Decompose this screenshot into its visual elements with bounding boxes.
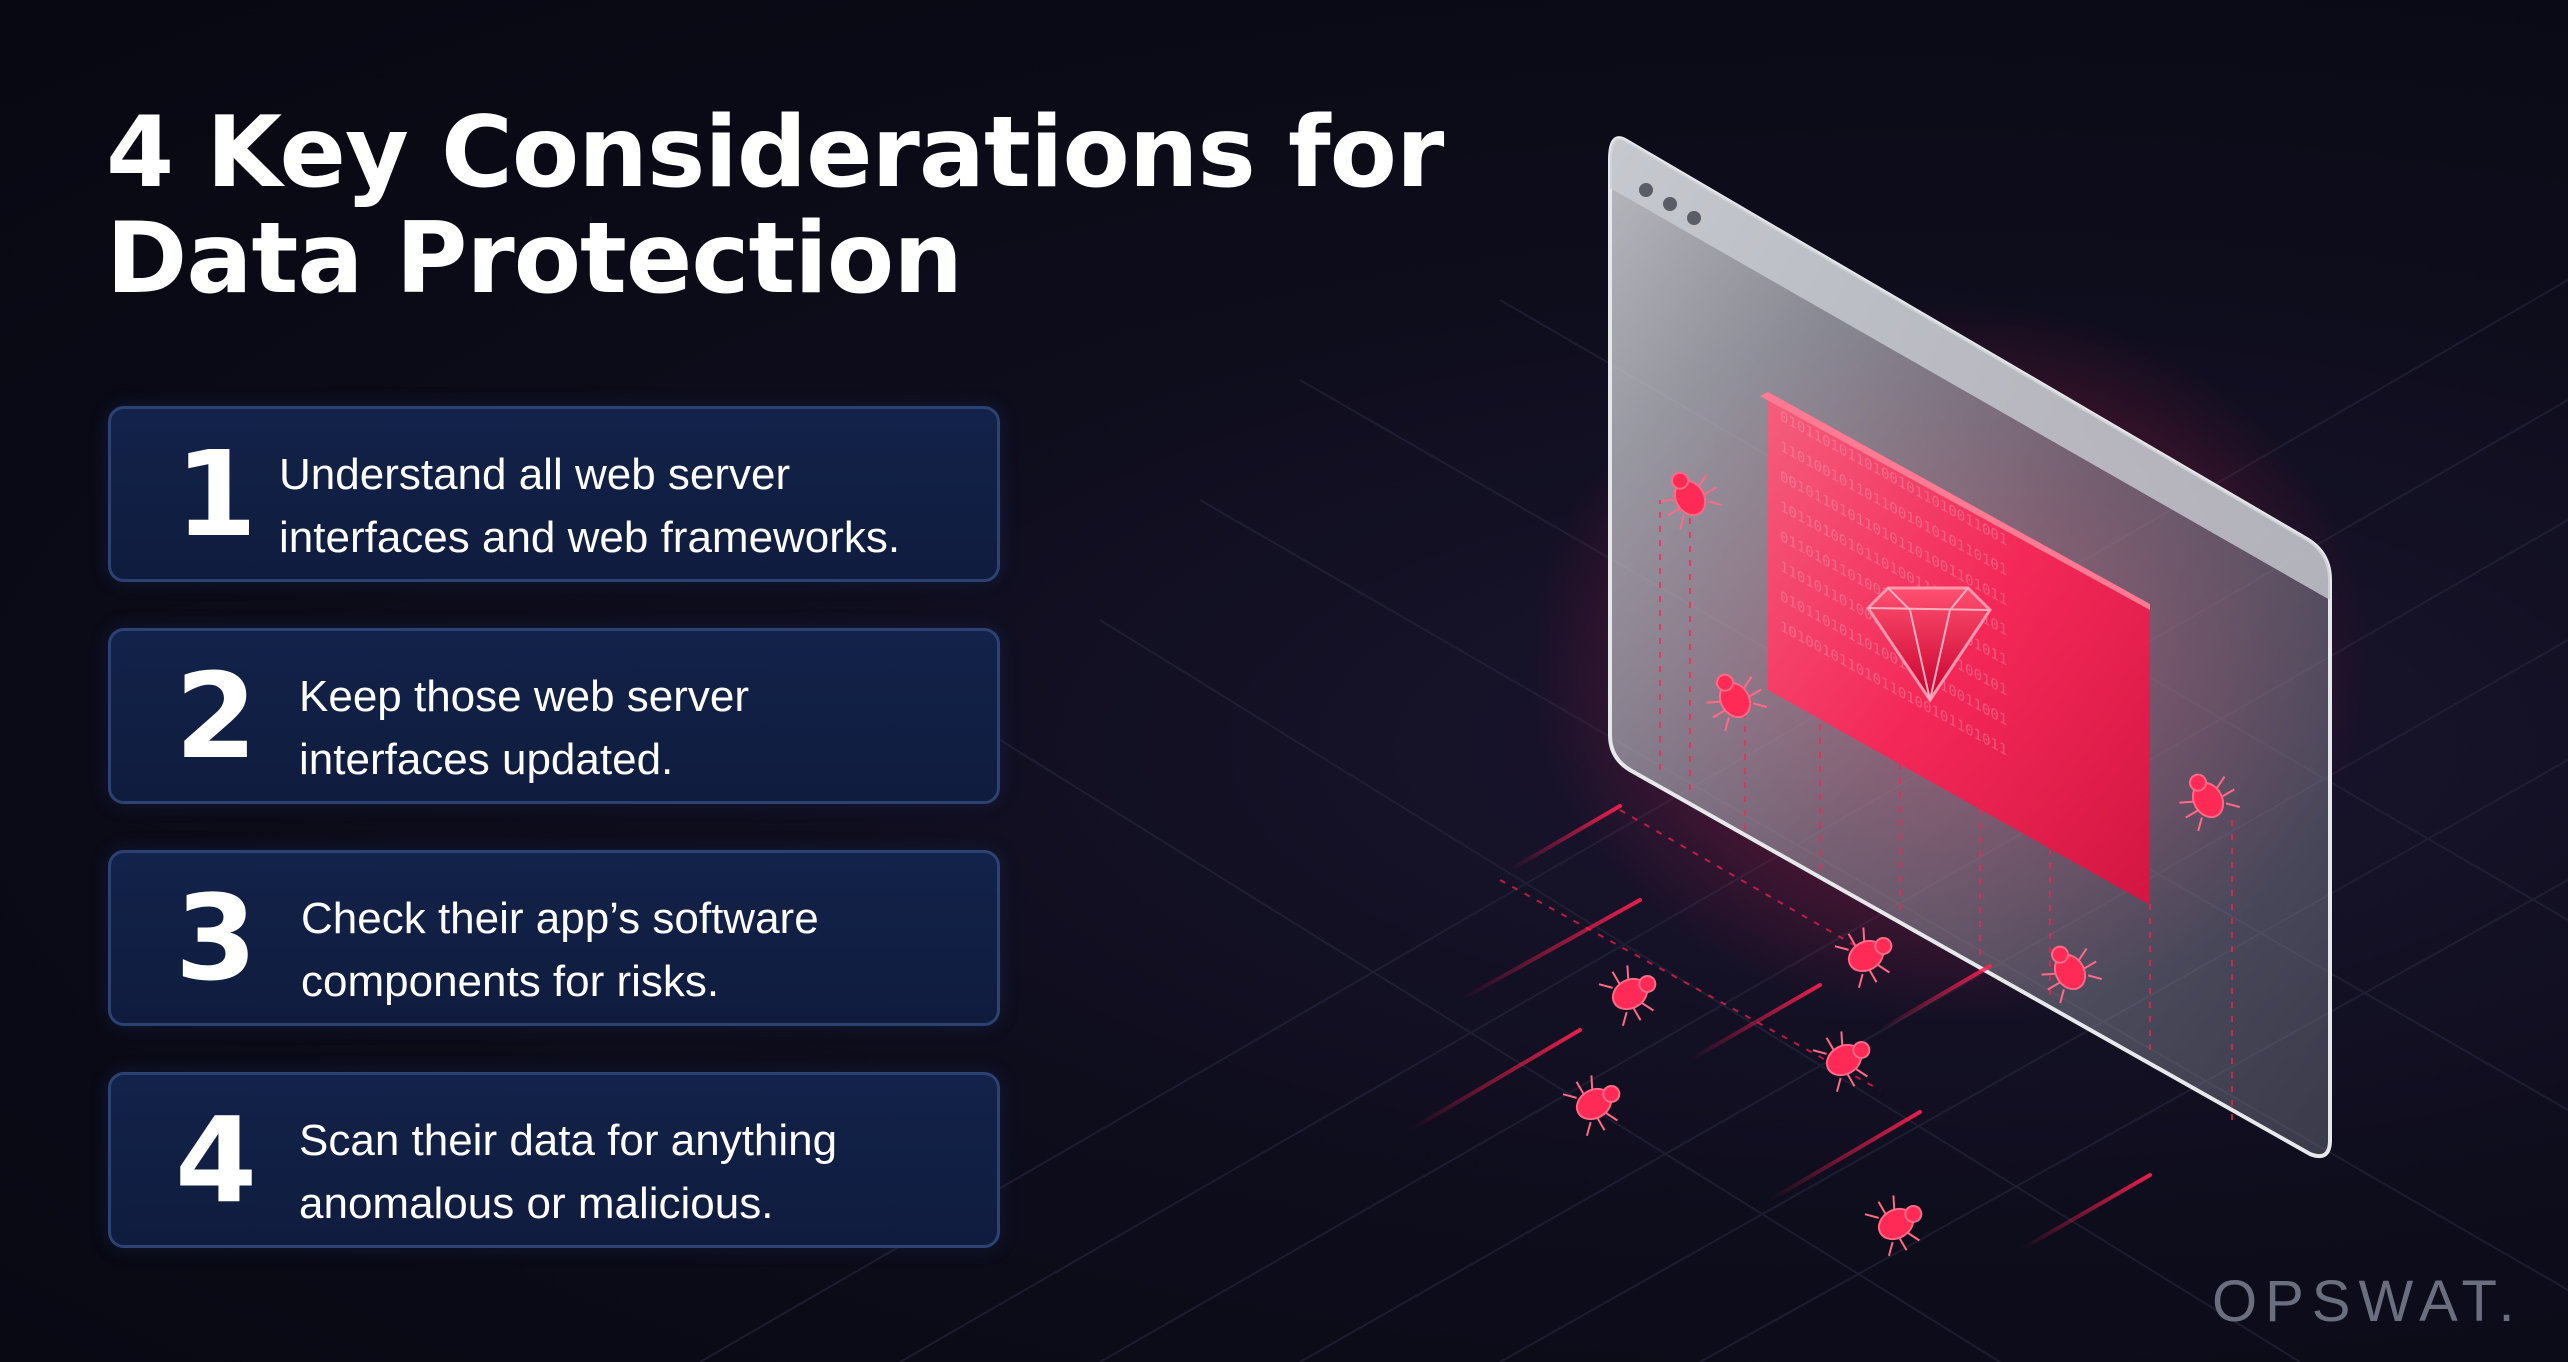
bug-icon [1598,965,1657,1027]
consideration-text-line-1: Check their app’s software [301,894,819,943]
bug-icon [1706,673,1768,732]
bug-icon [1812,1031,1871,1093]
bug-icon [2041,945,2103,1004]
consideration-card-2: 2 Keep those web server interfaces updat… [108,628,1000,804]
page-title: 4 Key Considerations for Data Protection [106,96,1444,316]
consideration-text-line-1: Understand all web server [279,450,791,499]
bug-icons [1562,471,2241,1257]
consideration-text-line-2: interfaces and web frameworks. [279,513,901,562]
consideration-number: 3 [174,869,258,1007]
consideration-text: Scan their data for anything anomalous o… [299,1109,967,1235]
consideration-text-line-2: interfaces updated. [299,735,674,784]
bug-icon [1834,927,1893,989]
dashed-lines [1499,500,2233,1120]
consideration-text-line-1: Keep those web server [299,672,750,721]
consideration-text: Understand all web server interfaces and… [279,443,967,569]
title-line-1: 4 Key Considerations for [106,96,1444,210]
consideration-text-line-2: components for risks. [301,957,720,1006]
title-line-2: Data Protection [106,202,963,316]
opswat-logo: OPSWAT. [2212,1269,2523,1334]
consideration-text-line-2: anomalous or malicious. [299,1179,774,1228]
consideration-text: Keep those web server interfaces updated… [299,665,967,791]
floor-streaks [1408,804,2152,1252]
consideration-text: Check their app’s software components fo… [301,887,967,1013]
consideration-card-4: 4 Scan their data for anything anomalous… [108,1072,1000,1248]
bug-icon [1661,471,1723,530]
consideration-number: 2 [174,647,258,785]
ruby-gem-icon [1866,586,1992,703]
consideration-card-1: 1 Understand all web server interfaces a… [108,406,1000,582]
bug-icon [1562,1075,1621,1137]
consideration-card-3: 3 Check their app’s software components … [108,850,1000,1026]
consideration-text-line-1: Scan their data for anything [299,1116,838,1165]
bug-icon [2179,773,2241,832]
consideration-number: 4 [174,1091,258,1229]
consideration-number: 1 [174,425,258,563]
bug-icon [1864,1195,1923,1257]
